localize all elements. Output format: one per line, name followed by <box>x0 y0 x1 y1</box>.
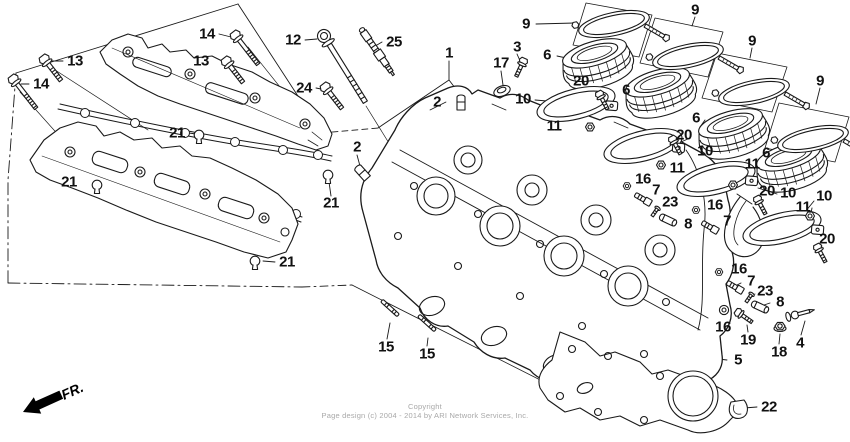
part-number-label-15[interactable]: 15 <box>419 345 435 363</box>
part-number-label-7[interactable]: 7 <box>723 212 731 230</box>
part-number-label-5[interactable]: 5 <box>734 351 742 369</box>
part-number-label-23[interactable]: 23 <box>757 282 773 300</box>
part-number-label-11[interactable]: 11 <box>546 117 562 135</box>
part-number-label-11[interactable]: 11 <box>669 159 685 177</box>
part-number-label-12[interactable]: 12 <box>285 31 301 49</box>
part-number-label-16[interactable]: 16 <box>707 196 723 214</box>
part-number-label-3[interactable]: 3 <box>513 38 521 56</box>
part-number-label-16[interactable]: 16 <box>731 260 747 278</box>
sensor-bolt-3 <box>511 55 530 79</box>
part-number-label-21[interactable]: 21 <box>323 194 339 212</box>
part-number-label-19[interactable]: 19 <box>740 331 756 349</box>
part-number-label-16[interactable]: 16 <box>635 170 651 188</box>
part-number-label-18[interactable]: 18 <box>771 343 787 361</box>
part-number-label-13[interactable]: 13 <box>193 52 209 70</box>
part-number-label-22[interactable]: 22 <box>761 398 777 416</box>
footer-copyright-line2: Page design (c) 2004 - 2014 by ARI Netwo… <box>321 411 529 420</box>
part-number-label-16[interactable]: 16 <box>715 318 731 336</box>
part-number-label-2[interactable]: 2 <box>433 93 441 111</box>
part-number-label-10[interactable]: 10 <box>780 184 796 202</box>
part-number-label-10[interactable]: 10 <box>697 142 713 160</box>
part-number-label-1[interactable]: 1 <box>445 44 453 62</box>
cone-seal-17 <box>493 84 511 98</box>
part-number-label-13[interactable]: 13 <box>67 52 83 70</box>
cover-bolt-24 <box>317 79 348 113</box>
sealing-cap-2b <box>354 164 371 182</box>
fr-label: FR. <box>59 379 86 403</box>
part-number-label-4[interactable]: 4 <box>796 334 804 352</box>
part-number-label-20[interactable]: 20 <box>676 126 692 144</box>
part-number-label-14[interactable]: 14 <box>33 75 49 93</box>
part-number-label-17[interactable]: 17 <box>493 54 509 72</box>
part-number-label-14[interactable]: 14 <box>199 25 215 43</box>
cylinder-head <box>360 85 735 399</box>
rubber-cap-22 <box>728 399 748 419</box>
part-number-label-2[interactable]: 2 <box>353 138 361 156</box>
part-number-label-6[interactable]: 6 <box>622 81 630 99</box>
cylinder-head-cover-lower <box>29 121 299 259</box>
part-number-label-11[interactable]: 11 <box>795 198 811 216</box>
part-number-label-7[interactable]: 7 <box>652 181 660 199</box>
sealing-cap-2a <box>456 94 466 111</box>
part-number-label-8[interactable]: 8 <box>776 293 784 311</box>
cylinder-head-cover-upper <box>99 33 333 151</box>
part-number-label-15[interactable]: 15 <box>378 338 394 356</box>
part-number-label-20[interactable]: 20 <box>759 182 775 200</box>
part-number-label-9[interactable]: 9 <box>522 15 530 33</box>
part-number-label-9[interactable]: 9 <box>691 1 699 19</box>
part-number-label-25[interactable]: 25 <box>386 33 402 51</box>
part-number-label-6[interactable]: 6 <box>543 46 551 64</box>
spark-plug <box>358 27 395 77</box>
part-number-label-21[interactable]: 21 <box>169 124 185 142</box>
part-number-label-10[interactable]: 10 <box>816 187 832 205</box>
part-number-label-9[interactable]: 9 <box>748 32 756 50</box>
part-number-label-11[interactable]: 11 <box>744 155 760 173</box>
part-number-label-20[interactable]: 20 <box>573 72 589 90</box>
part-number-label-9[interactable]: 9 <box>816 72 824 90</box>
plug-tube-bolt <box>316 28 368 104</box>
part-number-label-21[interactable]: 21 <box>279 253 295 271</box>
part-number-label-6[interactable]: 6 <box>692 109 700 127</box>
part-number-label-10[interactable]: 10 <box>515 90 531 108</box>
footer-copyright-line1: Copyright <box>408 402 442 411</box>
part-number-label-6[interactable]: 6 <box>762 144 770 162</box>
head-gasket <box>538 331 739 434</box>
part-number-label-8[interactable]: 8 <box>684 215 692 233</box>
part-number-label-21[interactable]: 21 <box>61 173 77 191</box>
part-number-label-23[interactable]: 23 <box>662 193 678 211</box>
part-number-label-7[interactable]: 7 <box>747 272 755 290</box>
part-number-label-24[interactable]: 24 <box>296 79 312 97</box>
part-number-label-20[interactable]: 20 <box>819 230 835 248</box>
